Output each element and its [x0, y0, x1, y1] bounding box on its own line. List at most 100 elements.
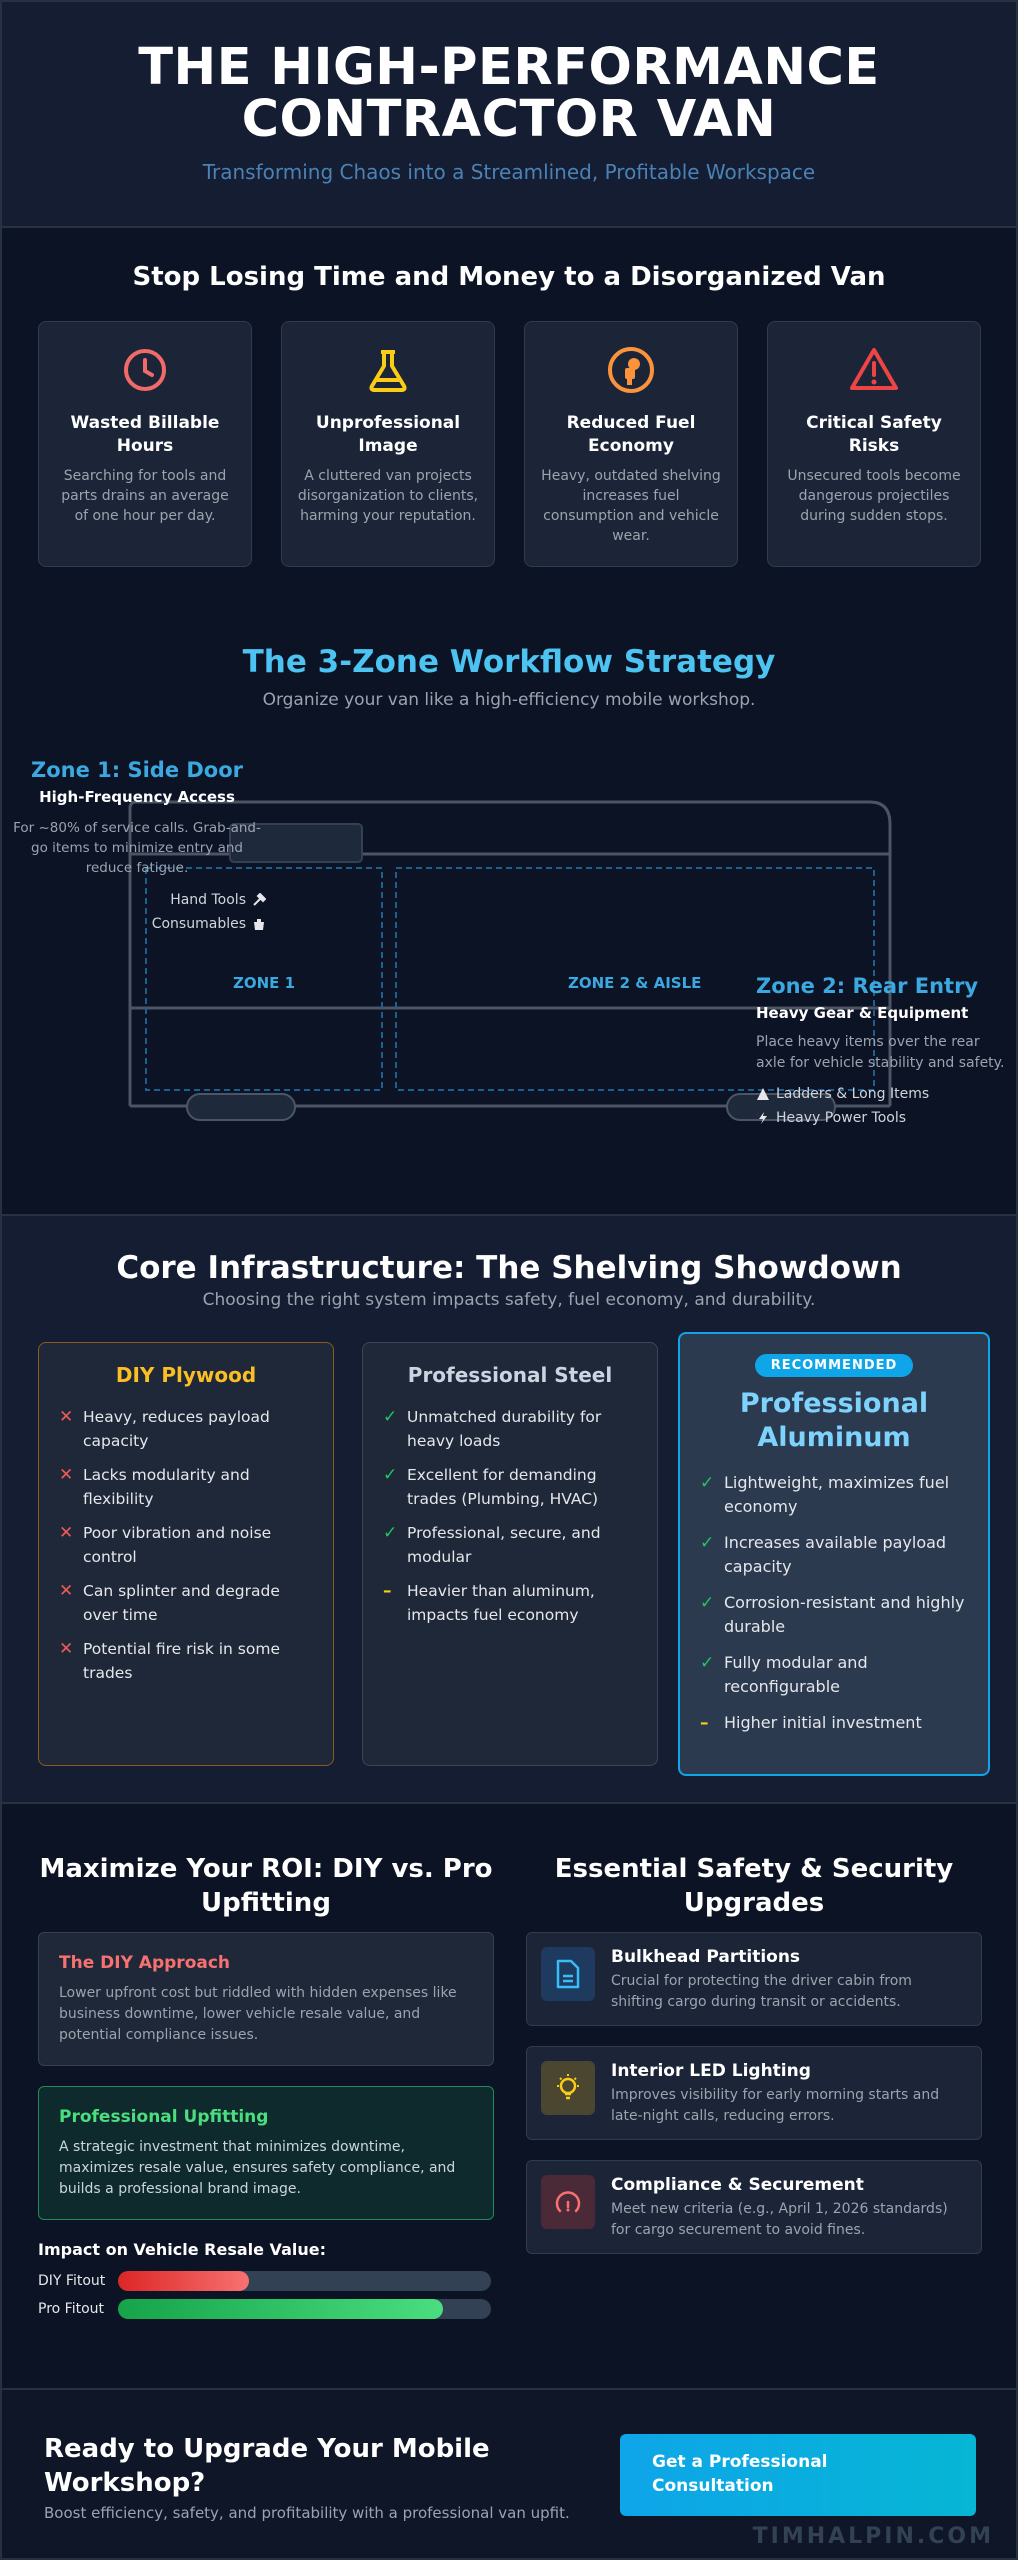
upgrade-text: Meet new criteria (e.g., April 1, 2026 s… — [611, 2201, 948, 2238]
option-points: ✕Heavy, reduces payload capacity ✕Lacks … — [59, 1405, 313, 1685]
cross-icon: ✕ — [59, 1407, 74, 1427]
zone-1-label: ZONE 1 — [233, 974, 296, 992]
option-card-steel: Professional Steel ✓Unmatched durability… — [362, 1342, 658, 1766]
problem-title: Reduced Fuel Economy — [566, 413, 696, 456]
option-points: ✓Lightweight, maximizes fuel economy ✓In… — [700, 1471, 968, 1735]
dash-icon: – — [383, 1581, 392, 1601]
roi-safety-section: Maximize Your ROI: DIY vs. Pro Upfitting… — [2, 1804, 1016, 2388]
watermark: TIMHALPIN.COM — [752, 2524, 994, 2549]
zone-1-text: For ~80% of service calls. Grab-and-go i… — [13, 820, 261, 876]
cross-icon: ✕ — [59, 1581, 74, 1601]
problem-card-wasted-hours: Wasted Billable Hours Searching for tool… — [38, 321, 252, 567]
consultation-button[interactable]: Get a Professional Consultation — [620, 2434, 976, 2516]
diy-approach-title: The DIY Approach — [59, 1953, 231, 1973]
pro-upfitting-card: Professional Upfitting A strategic inves… — [38, 2086, 494, 2220]
check-icon: ✓ — [700, 1533, 715, 1553]
bar-label: Pro Fitout — [38, 2301, 105, 2317]
problem-card-safety: Critical Safety Risks Unsecured tools be… — [767, 321, 981, 567]
box-icon — [254, 919, 264, 930]
list-item: ✕Heavy, reduces payload capacity — [59, 1405, 313, 1453]
bar-track — [118, 2271, 491, 2291]
zone-1-subtitle: High-Frequency Access — [39, 788, 235, 806]
zone-1-info: Zone 1: Side Door High-Frequency Access … — [12, 758, 262, 878]
list-item: ✕Lacks modularity and flexibility — [59, 1463, 313, 1511]
cross-icon: ✕ — [59, 1465, 74, 1485]
upgrade-card-lighting: Interior LED Lighting Improves visibilit… — [526, 2046, 982, 2140]
resale-bar-diy: DIY Fitout — [38, 2270, 494, 2292]
zone-1-items: Hand Tools Consumables — [146, 888, 266, 936]
resale-bar-pro: Pro Fitout — [38, 2298, 494, 2320]
hammer-icon — [253, 893, 266, 906]
hero-header: THE HIGH-PERFORMANCE CONTRACTOR VAN Tran… — [2, 2, 1016, 228]
bar-track — [118, 2299, 491, 2319]
list-item: –Heavier than aluminum, impacts fuel eco… — [383, 1579, 637, 1627]
page-subtitle: Transforming Chaos into a Streamlined, P… — [202, 160, 816, 184]
resale-title: Impact on Vehicle Resale Value: — [38, 2240, 326, 2259]
list-item: ✕Poor vibration and noise control — [59, 1521, 313, 1569]
warning-icon — [850, 348, 898, 390]
list-item: –Higher initial investment — [700, 1713, 922, 1733]
shelving-subtitle: Choosing the right system impacts safety… — [202, 1290, 816, 1310]
van-diagram — [128, 800, 892, 1121]
problems-title: Stop Losing Time and Money to a Disorgan… — [132, 262, 886, 292]
front-wheel — [186, 1093, 296, 1121]
problem-card-fuel: Reduced Fuel Economy Heavy, outdated she… — [524, 321, 738, 567]
list-item: Ladders & Long Items — [756, 1082, 1011, 1106]
van-body-outline — [128, 800, 892, 1010]
problem-text: Unsecured tools become dangerous project… — [787, 468, 961, 524]
lightning-icon — [759, 1112, 767, 1124]
list-item: ✓Excellent for demanding trades (Plumbin… — [383, 1463, 637, 1511]
list-item: ✓Increases available payload capacity — [700, 1531, 968, 1579]
page-title: THE HIGH-PERFORMANCE CONTRACTOR VAN — [138, 38, 880, 149]
bar-fill-pro — [118, 2299, 443, 2319]
list-item: ✕Can splinter and degrade over time — [59, 1579, 313, 1627]
list-item: Consumables — [146, 912, 266, 936]
zone-2-subtitle: Heavy Gear & Equipment — [756, 1004, 969, 1022]
problem-title: Critical Safety Risks — [806, 413, 942, 456]
clock-icon — [124, 349, 166, 391]
bar-fill-diy — [118, 2271, 249, 2291]
problem-title: Unprofessional Image — [315, 413, 461, 456]
problems-section: Stop Losing Time and Money to a Disorgan… — [2, 228, 1016, 1214]
icon-box — [541, 2175, 595, 2229]
van-window — [229, 823, 363, 863]
icon-box — [541, 1947, 595, 2001]
list-item: ✓Corrosion-resistant and highly durable — [700, 1591, 968, 1639]
option-card-aluminum: RECOMMENDED Professional Aluminum ✓Light… — [678, 1332, 990, 1776]
option-title: Professional Aluminum — [739, 1388, 929, 1453]
list-item: ✓Lightweight, maximizes fuel economy — [700, 1471, 968, 1519]
option-title: DIY Plywood — [115, 1363, 257, 1387]
safety-title: Essential Safety & Security Upgrades — [554, 1854, 954, 1918]
check-icon: ✓ — [700, 1653, 715, 1673]
recommended-badge: RECOMMENDED — [754, 1354, 914, 1377]
diy-approach-card: The DIY Approach Lower upfront cost but … — [38, 1932, 494, 2066]
zone-2-info: Zone 2: Rear Entry Heavy Gear & Equipmen… — [756, 974, 1011, 1130]
list-item: ✓Professional, secure, and modular — [383, 1521, 637, 1569]
shelving-section: Core Infrastructure: The Shelving Showdo… — [2, 1216, 1016, 1802]
bar-label: DIY Fitout — [38, 2273, 106, 2289]
cross-icon: ✕ — [59, 1523, 74, 1543]
pro-upfitting-text: A strategic investment that minimizes do… — [59, 2139, 456, 2197]
list-item: Heavy Power Tools — [756, 1106, 1011, 1130]
cta-footer: Ready to Upgrade Your Mobile Workshop? B… — [2, 2388, 1016, 2558]
diy-approach-text: Lower upfront cost but riddled with hidd… — [59, 1985, 457, 2043]
problem-text: A cluttered van projects disorganization… — [297, 468, 479, 524]
check-icon: ✓ — [383, 1407, 398, 1427]
cross-icon: ✕ — [59, 1639, 74, 1659]
flask-icon — [369, 350, 407, 392]
check-icon: ✓ — [383, 1465, 398, 1485]
gauge-icon — [555, 2191, 581, 2213]
document-icon — [556, 1959, 580, 1989]
check-icon: ✓ — [700, 1593, 715, 1613]
shelving-title: Core Infrastructure: The Shelving Showdo… — [116, 1250, 902, 1286]
roi-title: Maximize Your ROI: DIY vs. Pro Upfitting — [39, 1854, 493, 1918]
list-item: Hand Tools — [146, 888, 266, 912]
upgrade-title: Bulkhead Partitions — [611, 1947, 801, 1967]
zone-2-title: Zone 2: Rear Entry — [756, 974, 979, 998]
ladder-icon — [757, 1088, 769, 1100]
cta-subtitle: Boost efficiency, safety, and profitabil… — [44, 2504, 570, 2522]
check-icon: ✓ — [383, 1523, 398, 1543]
lightbulb-icon — [557, 2074, 579, 2100]
section-divider — [2, 1802, 1016, 1804]
